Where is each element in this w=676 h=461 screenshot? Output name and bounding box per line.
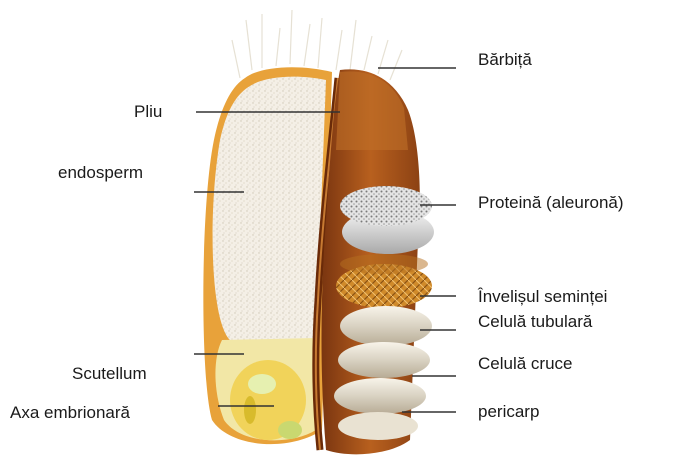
brush-base bbox=[336, 71, 408, 150]
label-proteina: Proteină (aleuronă) bbox=[478, 193, 624, 213]
embryo-root-primordium bbox=[278, 421, 302, 439]
embryo-detail bbox=[244, 396, 256, 424]
cross-cell-layer bbox=[338, 342, 430, 378]
label-axa: Axa embrionară bbox=[10, 403, 130, 423]
embryo-leaf-primordium bbox=[248, 374, 276, 394]
pericarp-outer-layer bbox=[338, 412, 418, 440]
label-invelisul: Învelișul seminței bbox=[478, 287, 607, 307]
pericarp-layer bbox=[334, 378, 426, 414]
label-pericarp: pericarp bbox=[478, 402, 539, 422]
endosperm-region bbox=[213, 77, 326, 340]
aleurone-layer bbox=[340, 186, 432, 226]
label-pliu: Pliu bbox=[134, 102, 162, 122]
label-celula-tubulara: Celulă tubulară bbox=[478, 312, 592, 332]
label-endosperm: endosperm bbox=[58, 163, 143, 183]
label-scutellum: Scutellum bbox=[72, 364, 147, 384]
label-barbita: Bărbiță bbox=[478, 50, 532, 70]
tube-cell-layer bbox=[340, 306, 432, 346]
label-celula-cruce: Celulă cruce bbox=[478, 354, 573, 374]
